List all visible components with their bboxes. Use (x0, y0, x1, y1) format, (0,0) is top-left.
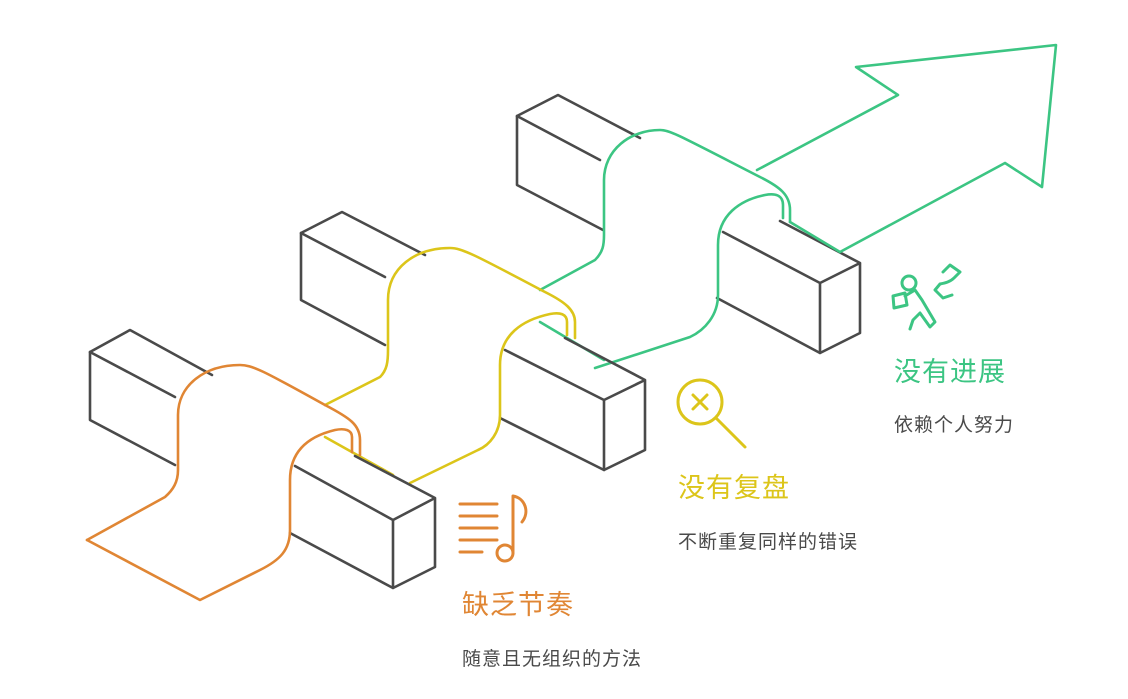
stage-desc-review: 不断重复同样的错误 (678, 531, 859, 553)
stage-desc-progress: 依赖个人努力 (894, 414, 1015, 436)
green-ribbon (538, 43, 1058, 370)
stage-title-progress: 没有进展 (894, 357, 1006, 388)
magnifier-x-icon (676, 378, 747, 449)
music-note-icon (458, 494, 528, 563)
orange-ribbon (85, 363, 362, 602)
running-person-icon (891, 263, 962, 331)
yellow-bar (299, 210, 647, 472)
stage-title-review: 没有复盘 (678, 473, 790, 504)
stage-title-rhythm: 缺乏节奏 (462, 590, 574, 621)
orange-bar (88, 328, 437, 590)
green-bar (515, 93, 862, 355)
stage-desc-rhythm: 随意且无组织的方法 (462, 648, 643, 670)
